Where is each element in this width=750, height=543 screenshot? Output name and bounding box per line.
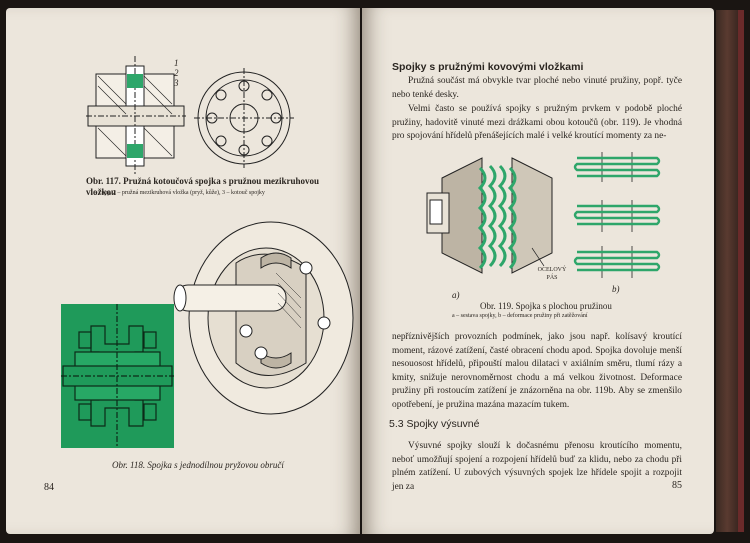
label-b: b) (612, 284, 620, 294)
fig118-green-section (61, 304, 174, 448)
fig117-section-drawing (86, 56, 186, 176)
fig118-perspective-drawing (173, 221, 354, 415)
paragraph-1: Pružná součást má obvykle tvar ploché ne… (392, 76, 682, 100)
paragraph-3: nepříznivějších provozních podmínek, jak… (392, 332, 682, 410)
label-a: a) (452, 290, 460, 300)
section-5-3-heading: 5.3 Spojky výsuvné (389, 418, 480, 430)
page-number-right: 85 (672, 480, 682, 491)
label-2: 2 (174, 68, 179, 78)
fig119-caption: a – sestava spojky, b – deformace pružin… (452, 313, 588, 319)
book-edge (716, 10, 744, 532)
page-number-left: 84 (44, 482, 54, 493)
left-page: 1 2 3 Obr. 117. Pružná kotoučová spojka … (6, 8, 360, 534)
fig119-title: Obr. 119. Spojka s plochou pružinou (480, 301, 612, 311)
label-1: 1 (174, 58, 179, 68)
section-heading: Spojky s pružnými kovovými vložkami (392, 61, 584, 73)
paragraph-4: Výsuvné spojky slouží k dočasnému přenos… (392, 441, 682, 492)
fig117-front-view (194, 68, 294, 168)
label-ocelovy-pas: OCELOVÝ PÁS (537, 267, 567, 281)
fig117-labels: 1 2 3 (174, 58, 179, 88)
fig117-title: Obr. 117. Pružná kotoučová spojka s pruž… (86, 176, 319, 197)
fig119b-spring-deformation (573, 152, 661, 278)
bookmark-ribbon (738, 10, 744, 532)
fig118-caption: Obr. 118. Spojka s jednodílnou pryžovou … (112, 460, 284, 470)
paragraph-2: Velmi často se používá spojky s pružným … (392, 104, 682, 141)
fig119a-coupling-drawing (426, 157, 553, 274)
right-page: Spojky s pružnými kovovými vložkami Pruž… (362, 8, 714, 534)
fig117-caption: 1 – čepy, 2 – pružná mezikruhová vložka … (90, 190, 265, 196)
label-3: 3 (174, 78, 179, 88)
